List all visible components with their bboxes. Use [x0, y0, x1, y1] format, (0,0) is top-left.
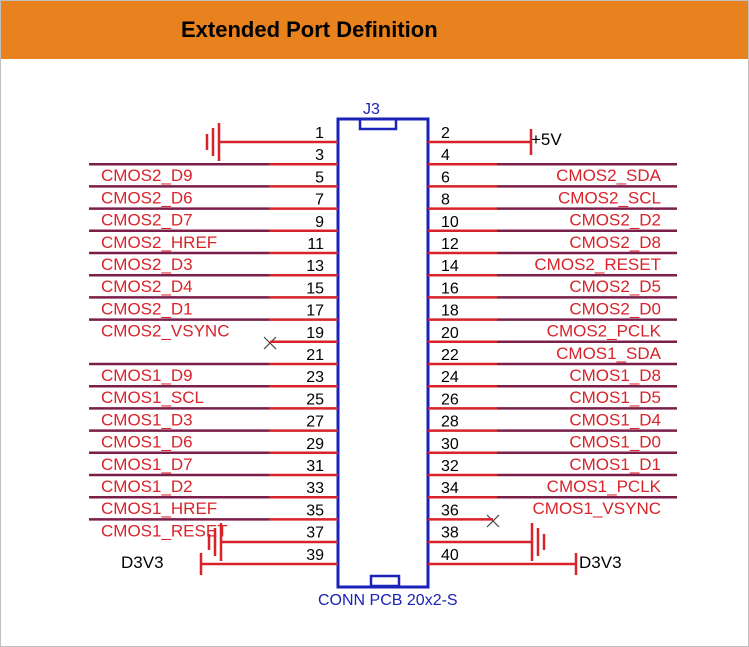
connector-key-bottom: [369, 574, 401, 588]
signal-label-16: CMOS2_D0: [569, 299, 661, 318]
pin-number-18: 18: [441, 303, 459, 320]
pin-number-30: 30: [441, 436, 459, 453]
pin-number-23: 23: [306, 369, 324, 386]
pin-number-37: 37: [306, 525, 324, 542]
pin-number-20: 20: [441, 325, 459, 342]
pin-number-28: 28: [441, 414, 459, 431]
signal-label-14: CMOS2_D5: [569, 277, 661, 296]
pin-number-29: 29: [306, 436, 324, 453]
signal-label-24: CMOS1_D5: [569, 388, 661, 407]
no-connect-pin36: [486, 514, 500, 528]
signal-label-17: CMOS2_VSYNC: [101, 322, 229, 341]
d3v3-label-left: D3V3: [121, 553, 164, 572]
pin-number-31: 31: [306, 458, 324, 475]
signal-label-33: CMOS1_HREF: [101, 499, 217, 518]
pin-number-6: 6: [441, 169, 450, 186]
signal-label-34: CMOS1_VSYNC: [533, 499, 661, 518]
pin-number-7: 7: [315, 192, 324, 209]
connector-ref: J3: [363, 101, 380, 118]
signal-label-15: CMOS2_D1: [101, 299, 193, 318]
ground-symbol-pin1: [205, 123, 338, 161]
signal-label-9: CMOS2_HREF: [101, 233, 217, 252]
pin-number-22: 22: [441, 347, 459, 364]
pin-number-15: 15: [306, 280, 324, 297]
signal-label-10: CMOS2_D8: [569, 233, 661, 252]
connector-body: [336, 117, 430, 589]
pin-number-1: 1: [315, 125, 324, 142]
pin-number-33: 33: [306, 480, 324, 497]
signal-label-3: CMOS2_D9: [101, 166, 193, 185]
pin-number-32: 32: [441, 458, 459, 475]
ground-symbol-pin37: [207, 523, 338, 561]
pin-number-9: 9: [315, 214, 324, 231]
pin-number-12: 12: [441, 236, 459, 253]
pin-number-5: 5: [315, 169, 324, 186]
pin-number-27: 27: [306, 414, 324, 431]
pin-number-35: 35: [306, 502, 324, 519]
pin-number-24: 24: [441, 369, 459, 386]
pin-number-11: 11: [307, 236, 324, 253]
signal-label-4: CMOS2_SDA: [556, 166, 662, 185]
signal-label-35: CMOS1_RESET: [101, 521, 228, 540]
signal-label-31: CMOS1_D2: [101, 477, 193, 496]
pin-number-25: 25: [306, 391, 324, 408]
connector-part: CONN PCB 20x2-S: [318, 592, 458, 609]
signal-label-25: CMOS1_D3: [101, 410, 193, 429]
pin-number-19: 19: [306, 325, 324, 342]
signal-label-22: CMOS1_D8: [569, 366, 661, 385]
pin-number-21: 21: [306, 347, 324, 364]
d3v3-label-right: D3V3: [579, 553, 622, 572]
pin-number-2: 2: [441, 125, 450, 142]
pin-number-40: 40: [441, 547, 459, 564]
signal-label-6: CMOS2_SCL: [558, 188, 661, 207]
signal-label-26: CMOS1_D4: [569, 410, 661, 429]
signal-label-13: CMOS2_D4: [101, 277, 193, 296]
signal-label-20: CMOS1_SDA: [556, 344, 662, 363]
pin-number-16: 16: [441, 280, 459, 297]
signal-label-21: CMOS1_D9: [101, 366, 193, 385]
signal-label-23: CMOS1_SCL: [101, 388, 204, 407]
signal-label-11: CMOS2_D3: [101, 255, 193, 274]
signal-label-8: CMOS2_D2: [569, 211, 661, 230]
pin-number-34: 34: [441, 480, 459, 497]
connector-key-top: [358, 117, 398, 131]
pin-number-26: 26: [441, 391, 459, 408]
pin-number-13: 13: [306, 258, 324, 275]
page-title: Extended Port Definition: [181, 17, 438, 42]
pin-number-10: 10: [441, 214, 459, 231]
signal-label-5: CMOS2_D6: [101, 188, 193, 207]
signal-label-28: CMOS1_D0: [569, 433, 661, 452]
d3v3-symbol-pin40: [428, 553, 578, 575]
pin-number-38: 38: [441, 525, 459, 542]
plus5v-label: +5V: [531, 130, 562, 149]
signal-label-30: CMOS1_D1: [569, 455, 661, 474]
ground-symbol-pin38: [428, 523, 546, 561]
pin-number-3: 3: [315, 147, 324, 164]
signal-label-32: CMOS1_PCLK: [547, 477, 662, 496]
pin-number-4: 4: [441, 147, 450, 164]
signal-label-18: CMOS2_PCLK: [547, 322, 662, 341]
signal-label-29: CMOS1_D7: [101, 455, 193, 474]
pin-number-39: 39: [306, 547, 324, 564]
plus5v-symbol-pin2: [428, 129, 533, 155]
signal-label-27: CMOS1_D6: [101, 433, 193, 452]
d3v3-symbol-pin39: [199, 553, 338, 575]
pin-number-8: 8: [441, 192, 450, 209]
signal-label-12: CMOS2_RESET: [534, 255, 661, 274]
pin-number-36: 36: [441, 502, 459, 519]
signal-label-7: CMOS2_D7: [101, 211, 193, 230]
header-bar: Extended Port Definition: [1, 1, 748, 59]
pin-number-14: 14: [441, 258, 459, 275]
pin-number-17: 17: [306, 303, 324, 320]
